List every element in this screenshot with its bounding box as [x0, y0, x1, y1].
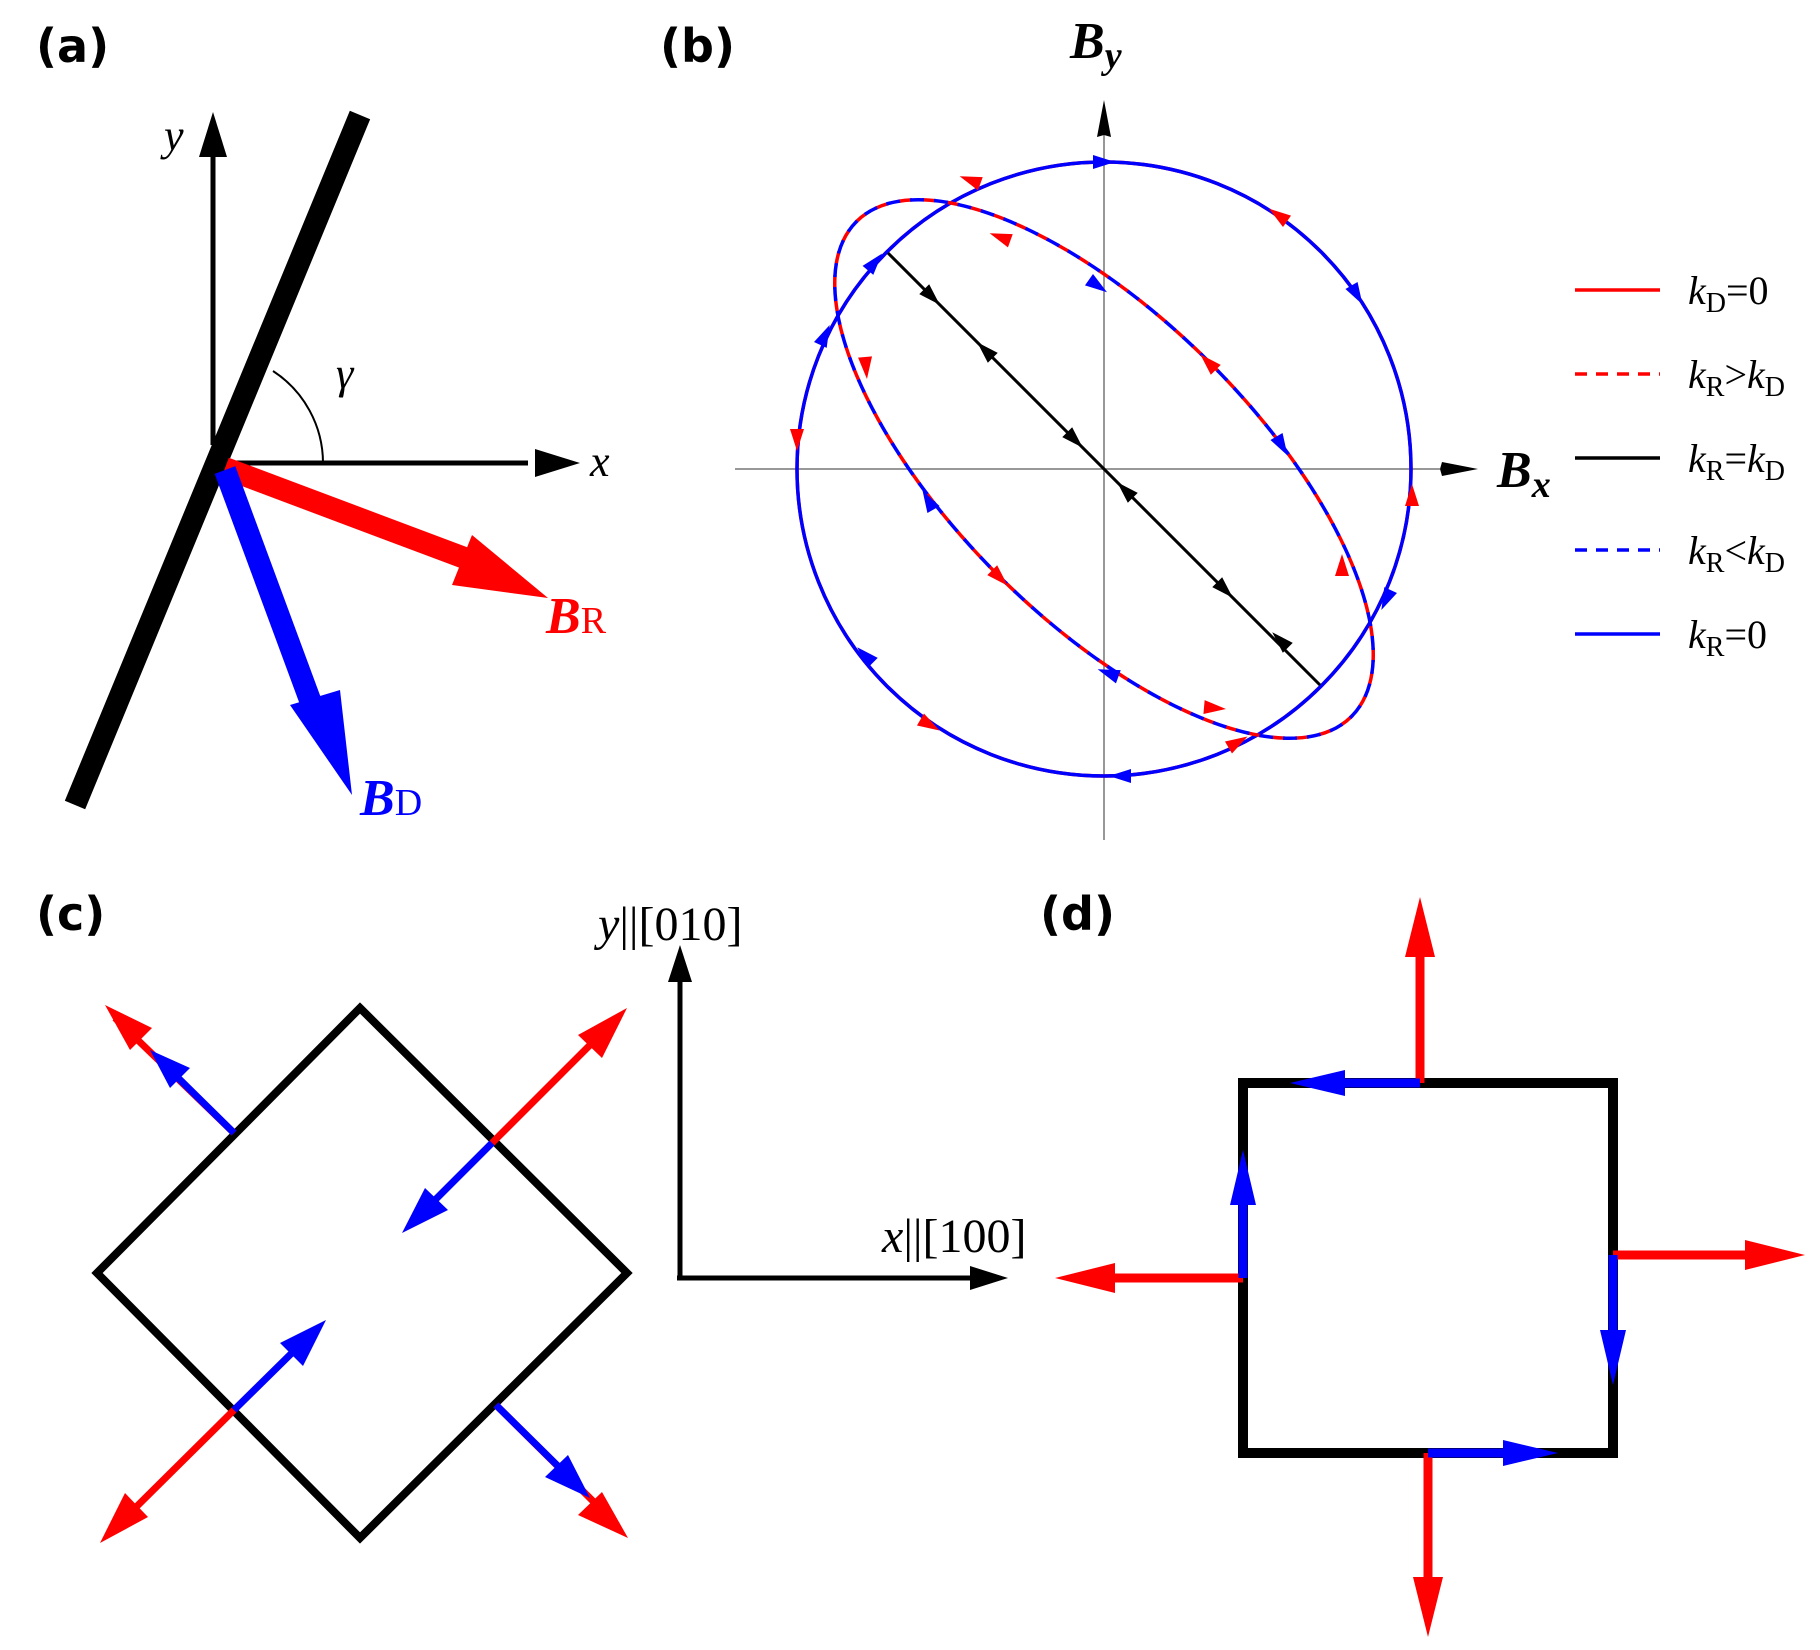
panel-d-blue-arrowhead-right: [1600, 1330, 1626, 1385]
arrow-marker: [977, 342, 998, 363]
panel-a-br-arrowhead: [452, 535, 548, 598]
panel-d-blue-arrowhead-bottom: [1503, 1440, 1558, 1466]
panel-b-y-label: By: [1069, 13, 1122, 77]
panel-a-bd-shaft: [214, 466, 321, 704]
arrow-marker: [959, 176, 983, 191]
arrow-marker: [1062, 427, 1083, 448]
crystal-x-arrowhead: [970, 1266, 1008, 1290]
arrow-marker: [987, 565, 1008, 586]
panel-c-diamond: [91, 1002, 633, 1544]
panel-b-curve-kr-eq-kd: [886, 251, 1322, 687]
panel-a-interface-line: [64, 110, 371, 810]
arrow-marker: [1224, 736, 1248, 754]
panel-a-br-shaft: [221, 457, 474, 571]
arrow-marker: [1335, 554, 1349, 576]
arrow-marker: [1345, 281, 1363, 305]
panel-c-red-arrowhead-bl: [100, 1493, 148, 1543]
legend-item-0: kD=0: [1688, 268, 1769, 319]
panel-d-red-arrowhead-left: [1055, 1263, 1115, 1293]
panel-a-y-label: y: [160, 111, 184, 160]
panel-d-blue-arrowhead-top: [1290, 1070, 1345, 1096]
legend-item-2: kR=kD: [1688, 436, 1785, 487]
panel-a: (a) y x γ BR BD: [36, 19, 610, 827]
panel-d-blue-arrowhead-left: [1230, 1150, 1256, 1205]
panel-c-blue-arrowhead-bl: [280, 1320, 326, 1366]
panel-d: (d): [1040, 887, 1805, 1637]
panel-c-red-arrow-bl: [122, 1407, 237, 1521]
panel-b-label: (b): [660, 19, 735, 73]
panel-c-red-arrowhead-tr: [578, 1008, 627, 1058]
panel-b-x-label: Bx: [1496, 442, 1551, 506]
panel-c-red-arrowhead-tl: [105, 1005, 152, 1050]
arrow-marker: [862, 253, 883, 275]
panel-d-square: [1238, 1078, 1618, 1458]
crystal-x-label: x||[100]: [881, 1210, 1027, 1263]
arrow-marker: [1405, 484, 1419, 506]
panel-d-red-arrowhead-bottom: [1413, 1577, 1443, 1637]
arrow-marker: [919, 284, 940, 305]
arrow-marker: [1272, 632, 1293, 653]
legend-item-3: kR<kD: [1688, 528, 1785, 579]
crystal-y-label: y||[010]: [593, 898, 743, 951]
arrow-marker: [989, 233, 1013, 248]
panel-c-blue-arrowhead-tl: [150, 1050, 190, 1088]
arrow-marker: [1268, 208, 1292, 228]
panel-c-red-arrowhead-br: [578, 1492, 628, 1538]
arrow-marker: [1109, 769, 1131, 783]
arrow-marker: [1203, 700, 1226, 715]
panel-a-label: (a): [36, 19, 109, 73]
arrow-marker: [1200, 354, 1221, 375]
panel-a-br-label: BR: [545, 588, 607, 645]
panel-c-blue-arrowhead-tr: [402, 1188, 448, 1233]
panel-c-red-arrow-tr: [489, 1032, 603, 1146]
arrow-marker: [1093, 155, 1115, 169]
arrow-marker: [922, 490, 940, 514]
arrow-marker: [858, 356, 873, 379]
panel-a-y-arrowhead: [199, 112, 227, 157]
panel-a-angle-label: γ: [336, 349, 355, 398]
arrow-marker: [1381, 587, 1397, 610]
crystal-y-arrowhead: [668, 945, 692, 982]
arrow-marker: [857, 647, 878, 668]
legend-item-4: kR=0: [1688, 612, 1767, 663]
panel-a-bd-arrowhead: [290, 690, 352, 795]
panel-c-blue-arrowhead-br: [545, 1455, 590, 1498]
arrow-marker: [814, 325, 830, 348]
arrow-marker: [1270, 432, 1288, 456]
panel-c: (c): [36, 887, 633, 1544]
arrow-marker: [1212, 577, 1233, 598]
arrow-marker: [1097, 669, 1121, 684]
panel-a-bd-label: BD: [359, 770, 422, 827]
panel-d-red-arrowhead-right: [1745, 1240, 1805, 1270]
panel-a-x-arrowhead: [535, 449, 580, 477]
arrow-marker: [1084, 273, 1108, 293]
arrow-marker: [790, 429, 804, 451]
arrow-marker: [916, 713, 940, 731]
panel-b-legend: kD=0 kR>kD kR=kD kR<kD kR=0: [1575, 268, 1785, 663]
panel-b-x-arrowhead: [1440, 462, 1478, 476]
panel-c-label: (c): [36, 887, 105, 941]
panel-d-label: (d): [1040, 887, 1115, 941]
panel-b-y-arrowhead: [1097, 100, 1111, 137]
panel-b-direction-arrows: [790, 155, 1419, 783]
panel-a-angle-arc: [272, 370, 324, 464]
panel-d-red-arrowhead-top: [1405, 897, 1435, 957]
legend-item-1: kR>kD: [1688, 352, 1785, 403]
panel-a-x-label: x: [589, 437, 610, 486]
panel-b: (b) By Bx: [660, 13, 1785, 840]
crystal-axes: y||[010] x||[100]: [593, 898, 1027, 1290]
arrow-marker: [1117, 482, 1138, 503]
